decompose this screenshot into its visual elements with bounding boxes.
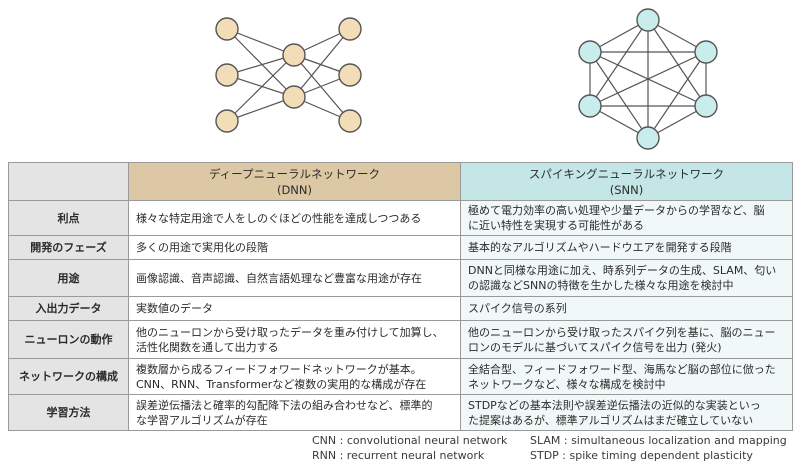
row-label: ニューロンの動作: [8, 320, 129, 359]
snn-header-line: (SNN): [609, 182, 644, 197]
table-row: 利点 様々な特定用途で人をしのぐほどの性能を達成しつつある 極めて電力効率の高い…: [8, 200, 793, 236]
dnn-node: [215, 17, 239, 41]
snn-cell: 全結合型、フィードフォワード型、海馬など脳の部位に倣った ネットワークなど、様々…: [460, 358, 793, 395]
cell-line: 他のニューロンから受け取ったスパイク列を基に、脳のニュー: [468, 325, 776, 339]
dnn-header-line: (DNN): [276, 182, 313, 197]
comparison-table: ディープニューラルネットワーク (DNN) スパイキングニューラルネットワーク …: [8, 162, 793, 431]
snn-network-diagram: [578, 8, 718, 150]
abbreviation-legend-right: SLAM : simultaneous localization and map…: [530, 433, 787, 463]
snn-node: [578, 40, 602, 64]
dnn-column-header: ディープニューラルネットワーク (DNN): [128, 162, 461, 201]
snn-cell: 極めて電力効率の高い処理や少量データからの学習など、脳 に近い特性を実現する可能…: [460, 200, 793, 236]
cell-line: に近い特性を実現する可能性がある: [468, 219, 644, 232]
cell-line: STDPなどの基本法則や誤差逆伝播法の近似的な実装といっ: [468, 398, 761, 412]
table-row: ネットワークの構成 複数層から成るフィードフォワードネットワークが基本。 CNN…: [8, 358, 793, 395]
cell-line: 複数層から成るフィードフォワードネットワークが基本。: [136, 362, 422, 376]
cell-line: スパイク信号の系列: [468, 302, 567, 315]
cell-line: DNNと同様な用途に加え、時系列データの生成、SLAM、匂い: [468, 264, 777, 277]
dnn-cell: 誤差逆伝播法と確率的勾配降下法の組み合わせなど、標準的 な学習アルゴリズムが存在: [128, 394, 461, 431]
dnn-cell: 多くの用途で実用化の段階: [128, 235, 461, 260]
row-label: ネットワークの構成: [8, 358, 129, 395]
dnn-node: [338, 17, 362, 41]
dnn-cell: 様々な特定用途で人をしのぐほどの性能を達成しつつある: [128, 200, 461, 236]
table-corner-cell: [8, 162, 129, 201]
cell-line: ロンのモデルに基づいてスパイク信号を出力 (発火): [468, 340, 722, 354]
table-row: 学習方法 誤差逆伝播法と確率的勾配降下法の組み合わせなど、標準的 な学習アルゴリ…: [8, 394, 793, 431]
table-header-row: ディープニューラルネットワーク (DNN) スパイキングニューラルネットワーク …: [8, 162, 793, 201]
cell-line: た提案はあるが、標準アルゴリズムはまだ確立していない: [468, 413, 754, 427]
dnn-cell: 画像認識、音声認識、自然言語処理など豊富な用途が存在: [128, 259, 461, 297]
snn-node: [636, 8, 660, 32]
snn-cell: スパイク信号の系列: [460, 296, 793, 321]
dnn-node: [282, 43, 306, 67]
cell-line: 多くの用途で実用化の段階: [136, 241, 268, 254]
row-label: 用途: [8, 259, 129, 297]
table-row: 開発のフェーズ 多くの用途で実用化の段階 基本的なアルゴリズムやハードウエアを開…: [8, 235, 793, 260]
dnn-node: [215, 63, 239, 87]
dnn-node: [215, 109, 239, 133]
dnn-header-line: ディープニューラルネットワーク: [208, 166, 380, 181]
cell-line: 他のニューロンから受け取ったデータを重み付けして加算し、: [136, 325, 444, 339]
legend-entry-stdp: STDP : spike timing dependent plasticity: [530, 449, 753, 462]
snn-node: [636, 126, 660, 150]
snn-edges: [589, 19, 707, 139]
snn-cell: STDPなどの基本法則や誤差逆伝播法の近似的な実装といっ た提案はあるが、標準ア…: [460, 394, 793, 431]
snn-column-header: スパイキングニューラルネットワーク (SNN): [460, 162, 793, 201]
row-label: 利点: [8, 200, 129, 236]
legend-entry-cnn: CNN : convolutional neural network: [312, 434, 508, 447]
dnn-node: [338, 63, 362, 87]
snn-node: [694, 94, 718, 118]
row-label: 学習方法: [8, 394, 129, 431]
snn-node: [578, 94, 602, 118]
row-label: 入出力データ: [8, 296, 129, 321]
dnn-nodes: [215, 17, 362, 133]
cell-line: 画像認識、音声認識、自然言語処理など豊富な用途が存在: [136, 271, 422, 285]
cell-line: 誤差逆伝播法と確率的勾配降下法の組み合わせなど、標準的: [136, 398, 433, 412]
legend-entry-rnn: RNN : recurrent neural network: [312, 449, 485, 462]
table-row: ニューロンの動作 他のニューロンから受け取ったデータを重み付けして加算し、 活性…: [8, 320, 793, 359]
cell-line: ネットワークなど、様々な構成を検討中: [468, 377, 666, 391]
cell-line: 極めて電力効率の高い処理や少量データからの学習など、脳: [468, 204, 765, 217]
snn-cell: DNNと同様な用途に加え、時系列データの生成、SLAM、匂い の認識などSNNの…: [460, 259, 793, 297]
snn-cell: 他のニューロンから受け取ったスパイク列を基に、脳のニュー ロンのモデルに基づいて…: [460, 320, 793, 359]
cell-line: 様々な特定用途で人をしのぐほどの性能を達成しつつある: [136, 211, 422, 225]
cell-line: 実数値のデータ: [136, 302, 213, 315]
dnn-cell: 他のニューロンから受け取ったデータを重み付けして加算し、 活性化関数を通して出力…: [128, 320, 461, 359]
table-row: 入出力データ 実数値のデータ スパイク信号の系列: [8, 296, 793, 321]
snn-cell: 基本的なアルゴリズムやハードウエアを開発する段階: [460, 235, 793, 260]
cell-line: 基本的なアルゴリズムやハードウエアを開発する段階: [468, 241, 732, 254]
cell-line: 活性化関数を通して出力する: [136, 340, 279, 354]
snn-node: [694, 40, 718, 64]
cell-line: CNN、RNN、Transformerなど複数の実用的な構成が存在: [136, 377, 427, 391]
row-label: 開発のフェーズ: [8, 235, 129, 260]
table-row: 用途 画像認識、音声認識、自然言語処理など豊富な用途が存在 DNNと同様な用途に…: [8, 259, 793, 297]
dnn-node: [282, 85, 306, 109]
snn-nodes: [578, 8, 718, 150]
snn-header-line: スパイキングニューラルネットワーク: [528, 166, 725, 181]
dnn-network-diagram: [215, 17, 362, 133]
cell-line: の認識などSNNの特徴を生かした様々な用途を検討中: [468, 279, 734, 292]
dnn-cell: 複数層から成るフィードフォワードネットワークが基本。 CNN、RNN、Trans…: [128, 358, 461, 395]
abbreviation-legend-left: CNN : convolutional neural network RNN :…: [312, 433, 507, 463]
cell-line: 全結合型、フィードフォワード型、海馬など脳の部位に倣った: [468, 362, 776, 376]
dnn-cell: 実数値のデータ: [128, 296, 461, 321]
legend-entry-slam: SLAM : simultaneous localization and map…: [530, 434, 787, 447]
cell-line: な学習アルゴリズムが存在: [136, 413, 268, 427]
dnn-node: [338, 109, 362, 133]
